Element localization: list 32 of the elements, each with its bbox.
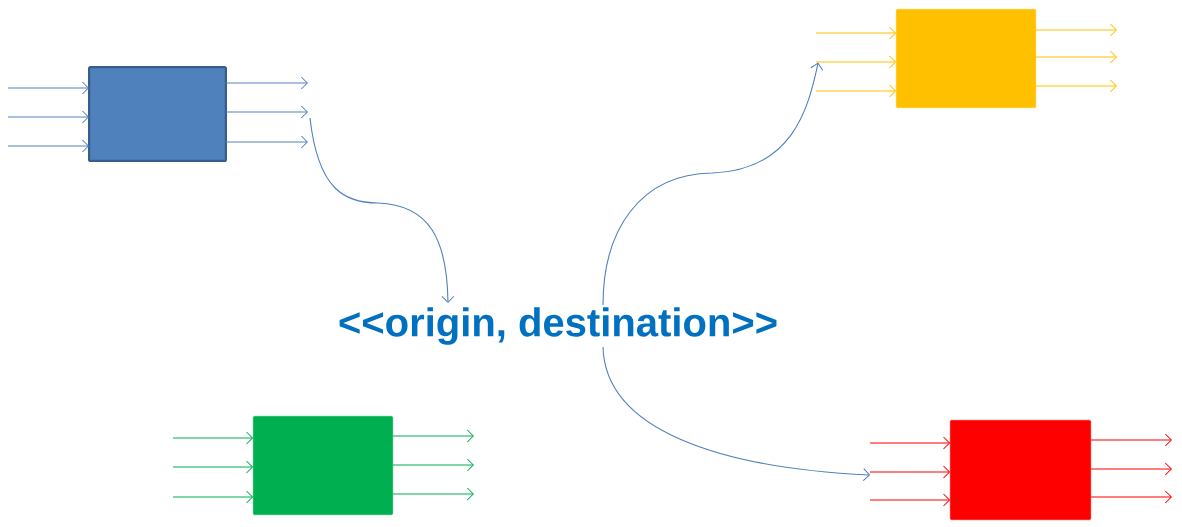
arrow: [225, 135, 308, 149]
arrow: [815, 84, 896, 98]
arrow: [1035, 79, 1117, 93]
arrow: [1035, 50, 1117, 64]
arrow: [7, 110, 89, 124]
arrow: [869, 436, 950, 450]
curved-arrow: [309, 117, 455, 303]
process-box: [253, 416, 393, 515]
label-text: <<origin, destination>>: [339, 307, 777, 345]
process-box: [88, 66, 227, 162]
arrow: [225, 76, 308, 90]
curved-arrow: [602, 346, 870, 482]
arrow: [815, 55, 896, 69]
curved-arrow: [602, 62, 824, 306]
arrow: [225, 105, 308, 119]
process-box: [950, 420, 1091, 520]
arrow: [172, 490, 253, 504]
arrow: [869, 465, 950, 479]
arrow: [392, 429, 474, 443]
arrow: [7, 139, 89, 153]
arrow: [1090, 462, 1172, 476]
arrow: [7, 81, 89, 95]
arrow: [172, 431, 253, 445]
arrow: [172, 460, 253, 474]
process-box: [896, 9, 1036, 108]
arrow: [869, 493, 950, 507]
arrow: [1090, 490, 1172, 504]
arrow: [392, 487, 474, 501]
arrow: [1090, 433, 1172, 447]
arrow: [392, 458, 474, 472]
arrow: [815, 26, 896, 40]
arrow: [1035, 23, 1117, 37]
